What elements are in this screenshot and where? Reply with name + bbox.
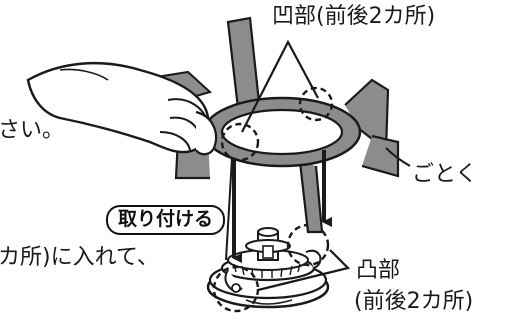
protrusion-leader-lines bbox=[257, 249, 351, 292]
gotoku-leader-line bbox=[385, 147, 411, 167]
recess-marker-back bbox=[298, 86, 334, 122]
hand-illustration bbox=[26, 61, 218, 156]
attach-callout: 取り付ける bbox=[106, 205, 226, 235]
recess-leader-lines bbox=[241, 39, 319, 133]
cropped-text-fragment-1: さい。 bbox=[0, 118, 65, 143]
cropped-text-fragment-2: カ所)に入れて、 bbox=[0, 245, 159, 270]
recess-label: 凹部(前後2カ所) bbox=[272, 4, 436, 29]
gotoku-label: ごとく bbox=[412, 162, 478, 187]
protrusion-label: 凸部 bbox=[356, 258, 401, 283]
burner-base bbox=[206, 227, 330, 309]
recess-marker-front bbox=[220, 122, 260, 162]
protrusion-label-sub: (前後2カ所) bbox=[354, 289, 474, 314]
